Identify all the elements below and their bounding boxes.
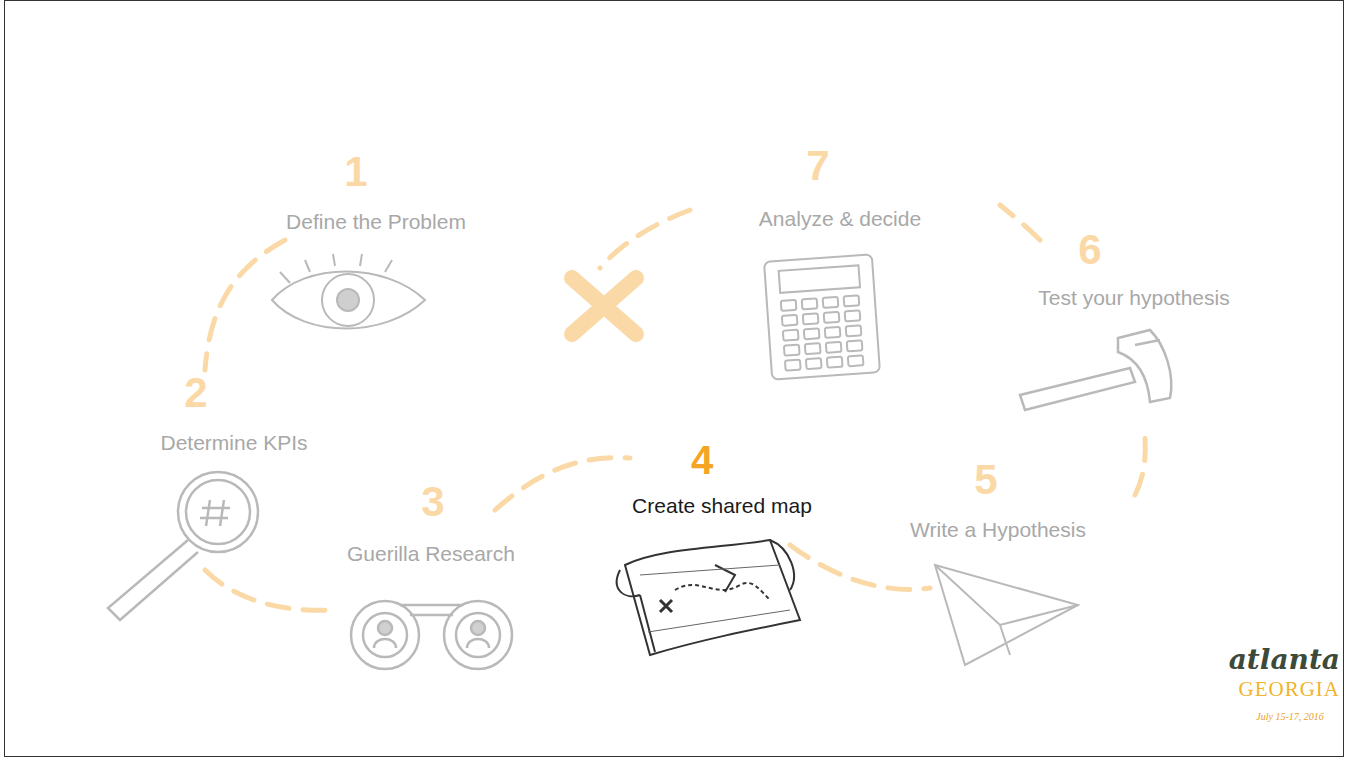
calculator-key bbox=[847, 340, 863, 351]
calculator-key bbox=[784, 345, 800, 356]
calculator-key bbox=[846, 325, 862, 336]
calculator-key bbox=[782, 315, 798, 326]
calculator-key bbox=[825, 327, 841, 338]
step-label: Define the Problem bbox=[286, 210, 466, 233]
dashed-path bbox=[205, 205, 1145, 610]
calculator-key bbox=[824, 312, 840, 323]
calculator-key bbox=[783, 330, 799, 341]
calculator-key bbox=[845, 310, 861, 321]
step-label: Analyze & decide bbox=[759, 207, 921, 230]
step-label: Test your hypothesis bbox=[1038, 286, 1229, 309]
step-label: Determine KPIs bbox=[160, 431, 307, 454]
calculator-key bbox=[781, 300, 797, 311]
magnifier-icon bbox=[108, 472, 258, 620]
calculator-key bbox=[806, 358, 822, 369]
step-number: 5 bbox=[974, 457, 997, 503]
step-number: 1 bbox=[344, 149, 367, 195]
map-icon bbox=[617, 540, 800, 655]
eye-icon bbox=[272, 254, 425, 329]
slide-frame bbox=[5, 1, 1344, 757]
calculator-key bbox=[844, 295, 860, 306]
calculator-key bbox=[803, 313, 819, 324]
logo-text: atlanta bbox=[1229, 645, 1340, 676]
paper-plane-icon bbox=[935, 565, 1078, 665]
calculator-key bbox=[823, 297, 839, 308]
calculator-key bbox=[827, 357, 843, 368]
step-number: 4 bbox=[691, 438, 713, 482]
calculator-key bbox=[804, 328, 820, 339]
binoculars-icon bbox=[351, 601, 512, 669]
calculator-icon bbox=[764, 254, 880, 379]
step-number: 7 bbox=[806, 143, 829, 189]
x-mark bbox=[572, 278, 636, 334]
logo-text: July 15-17, 2016 bbox=[1256, 711, 1324, 722]
step-label: Guerilla Research bbox=[347, 542, 515, 565]
hammer-icon bbox=[1020, 330, 1171, 410]
calculator-key bbox=[802, 298, 818, 309]
step-label: Create shared map bbox=[632, 494, 812, 517]
calculator-key bbox=[785, 360, 801, 371]
step-number: 3 bbox=[421, 479, 444, 525]
step-number: 6 bbox=[1078, 227, 1101, 273]
step-number: 2 bbox=[184, 370, 207, 416]
calculator-key bbox=[805, 343, 821, 354]
step-label: Write a Hypothesis bbox=[910, 518, 1086, 541]
logo-text: GEORGIA bbox=[1239, 678, 1341, 701]
calculator-key bbox=[826, 342, 842, 353]
calculator-key bbox=[848, 355, 864, 366]
